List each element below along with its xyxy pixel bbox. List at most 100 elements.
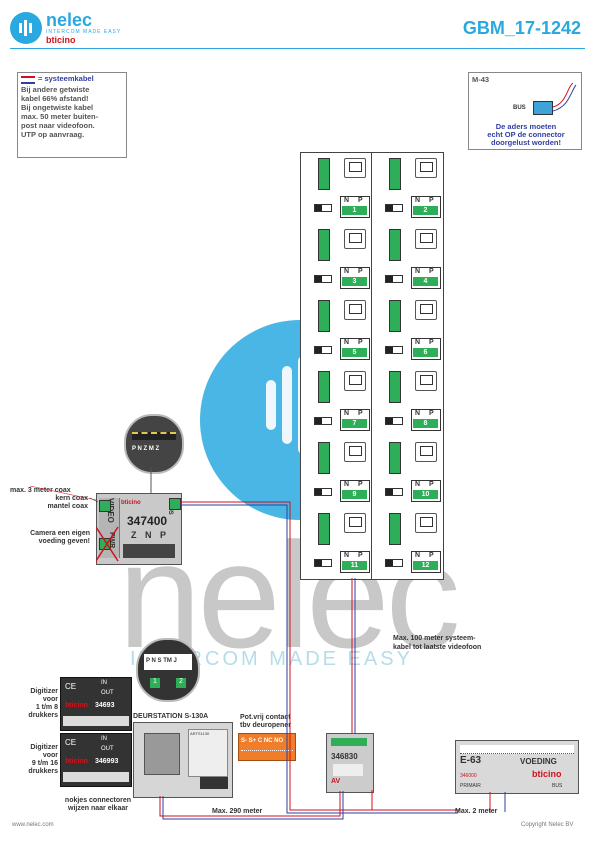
- footer-copyright: Copyright Nelec BV: [521, 822, 574, 828]
- coax-max-note: max. 3 meter coax: [10, 487, 71, 494]
- n-label: N: [344, 410, 350, 417]
- monitor-number: 5: [342, 348, 367, 357]
- legend-note-line: Bij andere getwiste: [21, 85, 90, 94]
- off-on-switch[interactable]: [314, 488, 332, 496]
- doorstation-module-code: ARTS1130: [190, 731, 210, 736]
- zoom-terminal-labels: P N Z M Z: [132, 446, 160, 452]
- off-on-switch[interactable]: [385, 417, 403, 425]
- digitizer-in-label: IN: [101, 736, 107, 742]
- monitor-bus-connector: [318, 513, 330, 545]
- monitor-icon: [415, 442, 437, 462]
- pwr-connector: [99, 538, 111, 550]
- monitor-icon: [344, 158, 366, 178]
- digitizer-brand: bticino: [65, 702, 88, 709]
- monitor-unit: N P 9: [300, 436, 371, 507]
- camera-note-line: voeding geven!: [38, 538, 90, 545]
- power-supply-label: VOEDING: [520, 757, 557, 766]
- n-label: N: [344, 339, 350, 346]
- power-supply-brand: bticino: [532, 769, 562, 779]
- doorstation-zoom-circle: P N S TM J 1 2: [136, 638, 200, 702]
- monitor-grid: [300, 152, 444, 580]
- video-module-code: 347400: [127, 514, 168, 528]
- core-coax-note: kern coax: [55, 495, 88, 502]
- monitor-bus-connector: [389, 300, 401, 332]
- off-on-switch[interactable]: [314, 346, 332, 354]
- monitor-number: 3: [342, 277, 367, 286]
- digitizer-1: CE IN OUT bticino 34693: [60, 677, 132, 731]
- pwr-cross-icon: [96, 526, 119, 562]
- monitor-bus-connector: [389, 513, 401, 545]
- connector-note-line: De aders moeten: [495, 122, 557, 131]
- n-label: N: [415, 268, 421, 275]
- monitor-unit: N P 5: [300, 294, 371, 365]
- off-on-switch[interactable]: [314, 204, 332, 212]
- n-label: N: [344, 552, 350, 559]
- monitor-bus-connector: [389, 229, 401, 261]
- monitor-terminal-block: N P 7: [340, 409, 370, 431]
- monitor-unit: N P 6: [371, 294, 442, 365]
- terminal-zoom-circle: P N Z M Z: [124, 414, 184, 474]
- n-label: N: [344, 268, 350, 275]
- monitor-terminal-block: N P 12: [411, 551, 441, 573]
- legend-note-line: kabel 66% afstand!: [21, 94, 89, 103]
- monitor-icon: [344, 442, 366, 462]
- off-on-switch[interactable]: [385, 275, 403, 283]
- legend-note-line: max. 50 meter buiten-: [21, 112, 99, 121]
- p-label: P: [358, 339, 363, 346]
- connector-note-line: echt OP de connector: [487, 130, 565, 139]
- legend-note-line: Bij ongetwiste kabel: [21, 103, 94, 112]
- bus-distance-note: Max. 100 meter systeem-: [393, 635, 476, 642]
- monitor-icon: [344, 300, 366, 320]
- monitor-bus-connector: [318, 158, 330, 190]
- off-on-switch[interactable]: [385, 488, 403, 496]
- monitor-icon: [415, 371, 437, 391]
- off-on-switch[interactable]: [385, 346, 403, 354]
- off-on-switch[interactable]: [314, 559, 332, 567]
- monitor-icon: [415, 158, 437, 178]
- p-label: P: [429, 552, 434, 559]
- nelec-logo-icon: [10, 12, 42, 44]
- monitor-bus-connector: [318, 442, 330, 474]
- off-on-switch[interactable]: [385, 204, 403, 212]
- n-label: N: [415, 481, 421, 488]
- monitor-number: 1: [342, 206, 367, 215]
- monitor-terminal-block: N P 1: [340, 196, 370, 218]
- digitizer-out-label: OUT: [101, 690, 114, 696]
- legend-note-title: = systeemkabel: [38, 74, 94, 83]
- connector-note-line: doorgelust worden!: [491, 138, 561, 147]
- monitor-terminal-block: N P 3: [340, 267, 370, 289]
- bus-connector: [169, 498, 181, 510]
- monitor-terminal-block: N P 8: [411, 409, 441, 431]
- doorstation-zoom-terminals: P N S TM J: [146, 658, 177, 664]
- monitor-unit: N P 12: [371, 507, 442, 578]
- monitor-number: 12: [413, 561, 438, 570]
- monitor-number: 8: [413, 419, 438, 428]
- off-on-switch[interactable]: [385, 559, 403, 567]
- monitor-bus-connector: [389, 158, 401, 190]
- system-cable-swatch: [21, 76, 35, 84]
- monitor-number: 11: [342, 561, 367, 570]
- power-supply-e63: E-63 VOEDING 346000 bticino PRIMAIR BUS: [455, 740, 579, 794]
- av-module-code: 346830: [331, 752, 358, 761]
- monitor-icon: [415, 513, 437, 533]
- footer-website[interactable]: www.nelec.com: [12, 822, 54, 828]
- digitizer-2: CE IN OUT bticino 346993: [60, 733, 132, 787]
- n-label: N: [415, 410, 421, 417]
- av-module-346830: 346830 AV: [326, 733, 374, 793]
- monitor-terminal-block: N P 11: [340, 551, 370, 573]
- header-divider: [10, 48, 585, 49]
- off-on-switch[interactable]: [314, 417, 332, 425]
- brand-tagline: INTERCOM MADE EASY: [46, 29, 122, 35]
- monitor-number: 2: [413, 206, 438, 215]
- p-label: P: [358, 197, 363, 204]
- door-opener-relay: S- S+ C NC NO: [238, 733, 296, 761]
- connector-note-code: M-43: [472, 75, 490, 84]
- off-on-switch[interactable]: [314, 275, 332, 283]
- p-label: P: [358, 552, 363, 559]
- p-label: P: [429, 481, 434, 488]
